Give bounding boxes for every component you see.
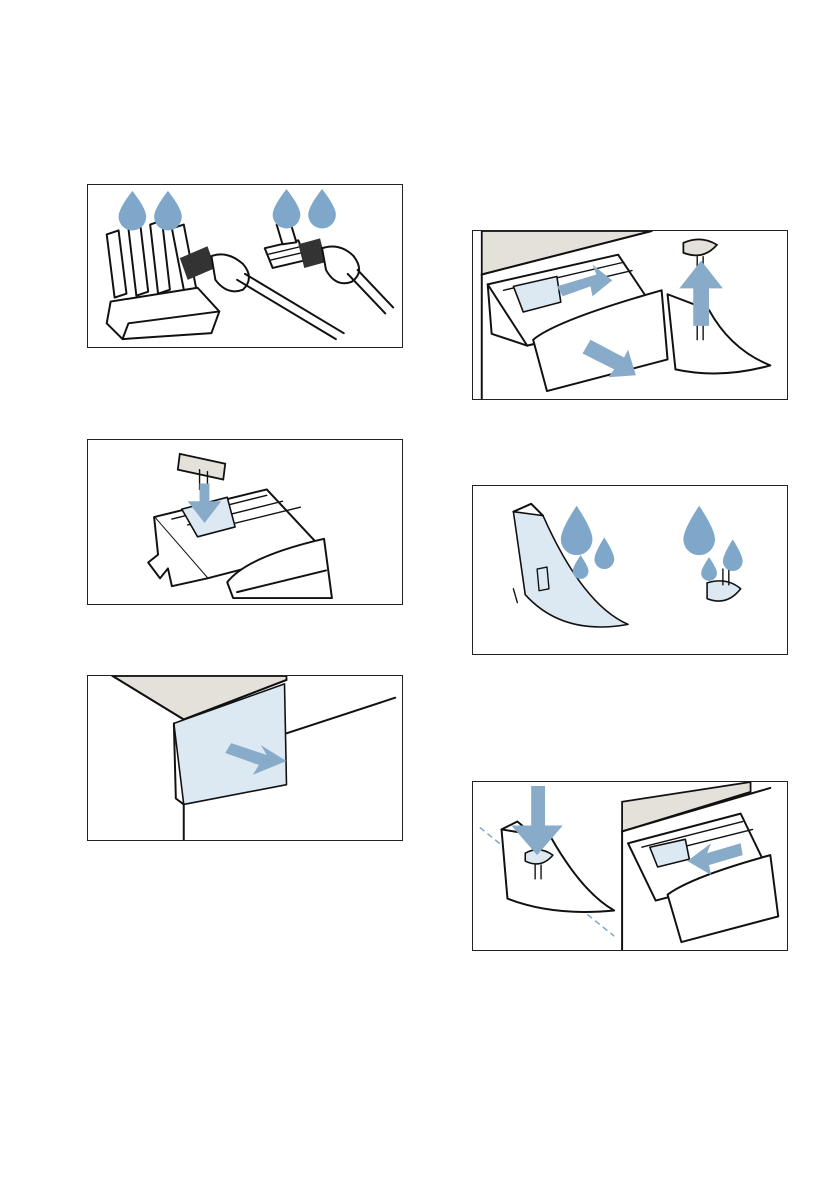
water-drop-icon bbox=[683, 506, 742, 581]
fig-brush-clean bbox=[87, 184, 403, 348]
water-drop-icon bbox=[273, 189, 336, 229]
fig-insert-siphon bbox=[87, 439, 403, 605]
fig-close-drawer bbox=[87, 675, 403, 841]
fig-rinse-parts bbox=[472, 485, 788, 655]
fig-remove-drawer bbox=[472, 230, 788, 400]
fig-reassemble bbox=[472, 781, 788, 951]
